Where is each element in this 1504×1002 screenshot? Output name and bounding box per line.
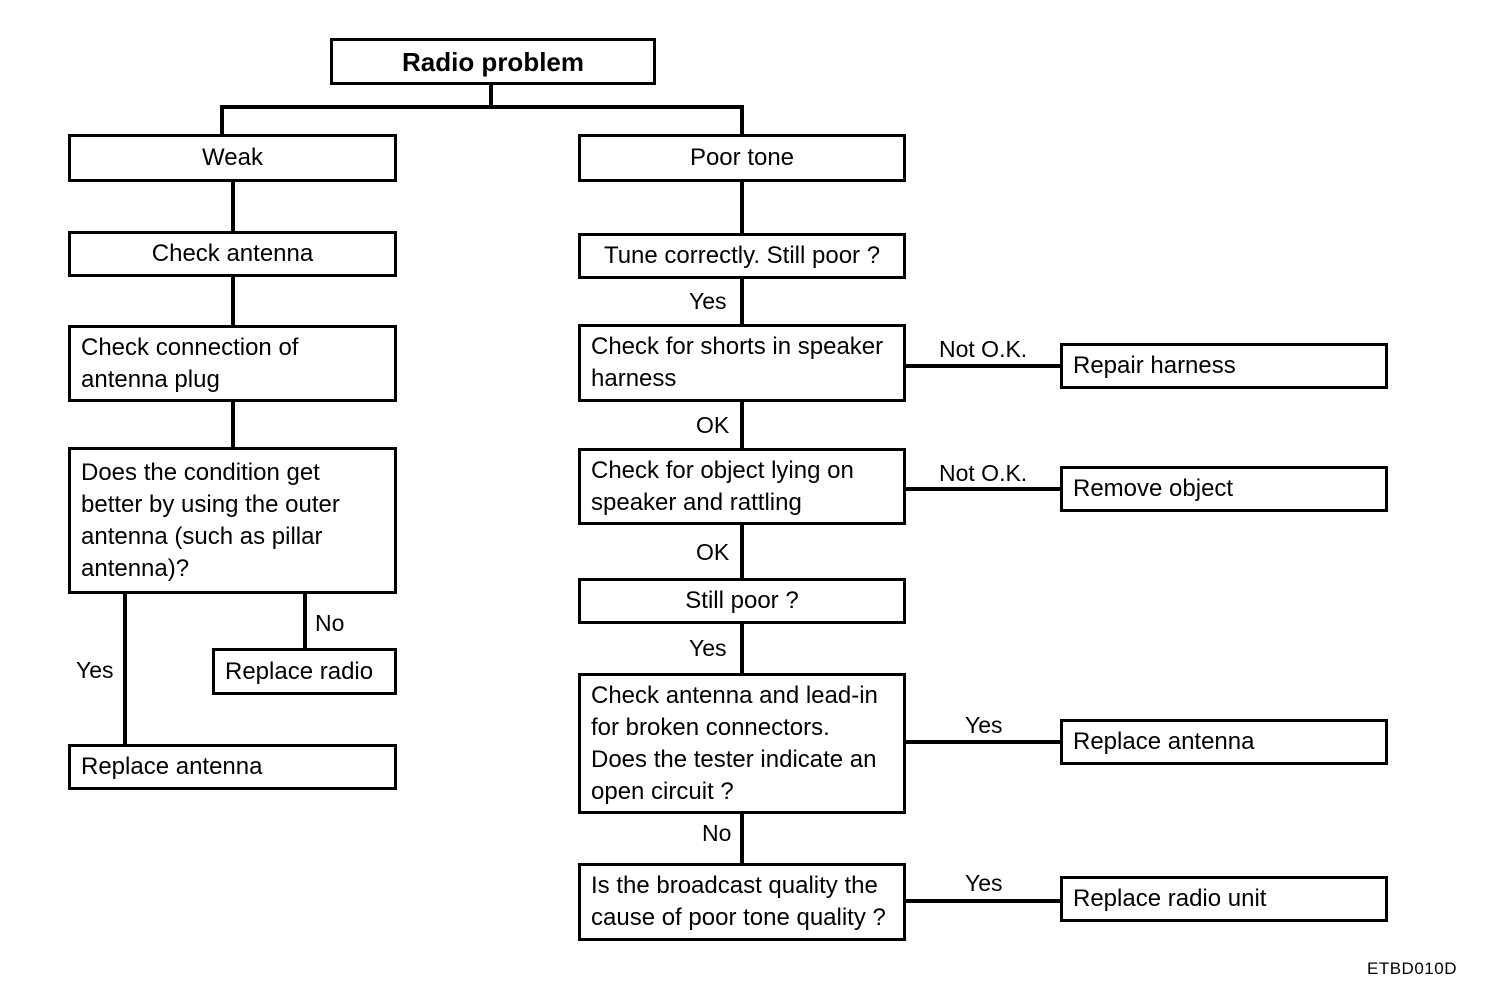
reference-code: ETBD010D — [1367, 959, 1457, 978]
node-replace-radio[interactable]: Replace radio — [212, 648, 397, 695]
node-label: Still poor ? — [685, 587, 799, 614]
node-check-shorts[interactable]: Check for shorts in speaker harness — [578, 324, 906, 402]
connector-still-poor-yes — [740, 624, 744, 674]
node-check-connection[interactable]: Check connection of antenna plug — [68, 325, 397, 402]
connector-lead-in-no — [740, 814, 744, 864]
node-check-object[interactable]: Check for object lying on speaker and ra… — [578, 448, 906, 525]
node-label: Check for shorts in speaker harness — [591, 333, 884, 392]
connector-poor-tone-to-tune — [740, 182, 744, 234]
edge-label-shorts-not-ok: Not O.K. — [937, 336, 1030, 362]
node-replace-antenna-left[interactable]: Replace antenna — [68, 744, 397, 790]
edge-label-object-ok: OK — [694, 539, 732, 565]
edge-label-still-poor-yes: Yes — [687, 635, 729, 661]
node-label: Radio problem — [401, 46, 584, 77]
connector-outer-yes — [123, 592, 127, 745]
connector-broadcast-yes — [906, 899, 1062, 903]
node-label: Check antenna — [151, 240, 314, 267]
connector-object-ok — [740, 525, 744, 579]
node-label: Remove object — [1073, 475, 1234, 502]
connector-branch-right-down — [740, 105, 744, 135]
connector-tune-yes — [740, 279, 744, 325]
node-tune-correctly[interactable]: Tune correctly. Still poor ? — [578, 233, 906, 279]
node-replace-radio-unit[interactable]: Replace radio unit — [1060, 876, 1388, 922]
node-check-lead-in[interactable]: Check antenna and lead-in for broken con… — [578, 673, 906, 814]
edge-label-outer-yes: Yes — [74, 657, 116, 683]
node-label: Replace radio — [225, 657, 374, 685]
node-replace-antenna-right[interactable]: Replace antenna — [1060, 719, 1388, 765]
node-weak[interactable]: Weak — [68, 134, 397, 182]
node-label: Weak — [202, 144, 263, 171]
connector-shorts-ok — [740, 402, 744, 449]
node-label: Replace antenna — [81, 753, 263, 780]
edge-label-outer-no: No — [313, 610, 347, 636]
node-label: Is the broadcast quality the cause of po… — [591, 872, 886, 931]
edge-label-shorts-ok: OK — [694, 412, 732, 438]
node-label: Poor tone — [689, 144, 795, 171]
node-label: Does the condition get better by using t… — [81, 458, 340, 582]
node-label: Repair harness — [1073, 352, 1236, 379]
node-repair-harness[interactable]: Repair harness — [1060, 343, 1388, 389]
node-poor-tone[interactable]: Poor tone — [578, 134, 906, 182]
edge-label-tune-yes: Yes — [687, 288, 729, 314]
node-label: Check for object lying on speaker and ra… — [591, 456, 854, 516]
edge-label-lead-in-no: No — [700, 820, 734, 846]
connector-outer-no — [303, 592, 307, 650]
node-label: Replace radio unit — [1073, 885, 1267, 912]
connector-root-down — [489, 85, 493, 107]
node-outer-antenna-question[interactable]: Does the condition get better by using t… — [68, 447, 397, 594]
connector-connection-to-outer-antenna — [231, 402, 235, 448]
connector-check-antenna-to-connection — [231, 277, 235, 326]
node-still-poor[interactable]: Still poor ? — [578, 578, 906, 624]
edge-label-object-not-ok: Not O.K. — [937, 460, 1030, 486]
connector-branch-left-down — [220, 105, 224, 135]
connector-branch-bar — [220, 105, 744, 109]
node-label: Check antenna and lead-in for broken con… — [591, 681, 878, 805]
connector-shorts-not-ok — [906, 364, 1062, 368]
connector-lead-in-yes — [906, 740, 1062, 744]
connector-object-not-ok — [906, 487, 1062, 491]
node-radio-problem[interactable]: Radio problem — [330, 38, 656, 85]
edge-label-lead-in-yes: Yes — [963, 712, 1005, 738]
node-remove-object[interactable]: Remove object — [1060, 466, 1388, 512]
connector-weak-to-check-antenna — [231, 182, 235, 232]
node-label: Tune correctly. Still poor ? — [603, 242, 881, 269]
node-label: Replace antenna — [1073, 728, 1255, 755]
edge-label-broadcast-yes: Yes — [963, 870, 1005, 896]
node-label: Check connection of antenna plug — [81, 333, 299, 393]
node-check-antenna[interactable]: Check antenna — [68, 231, 397, 277]
node-broadcast-quality[interactable]: Is the broadcast quality the cause of po… — [578, 863, 906, 941]
